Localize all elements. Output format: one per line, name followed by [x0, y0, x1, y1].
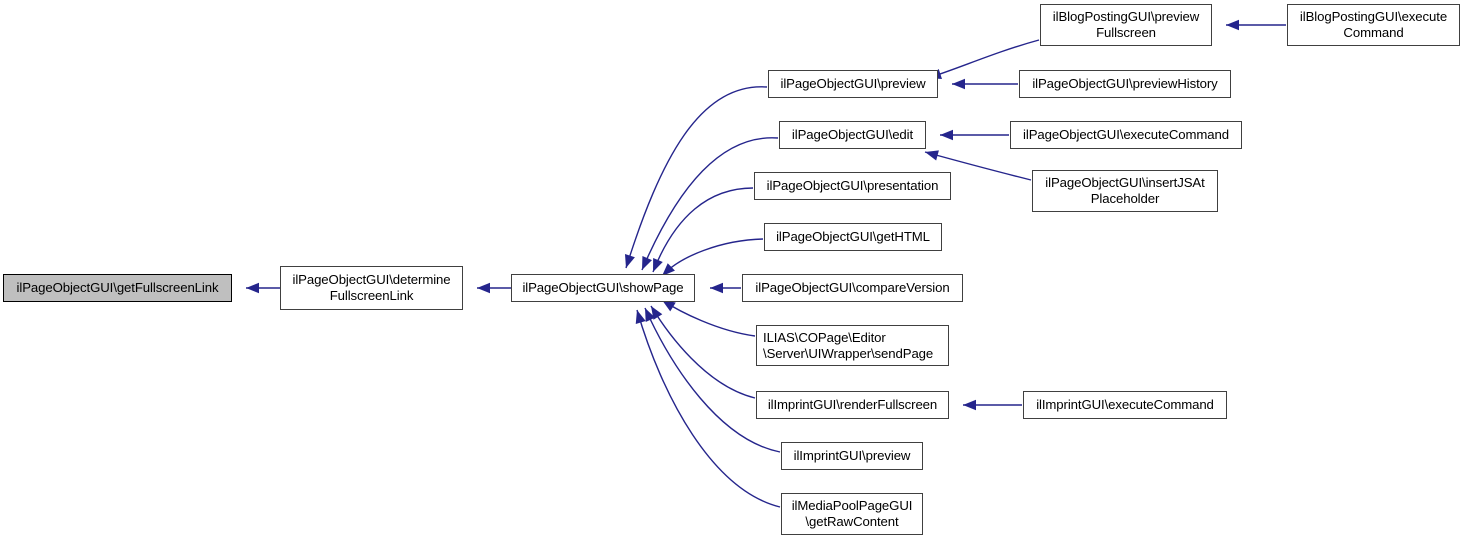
arrowhead-imprintExecuteCommand-to-renderFullscreen [963, 399, 976, 411]
node-label-getRawContent: ilMediaPoolPageGUI \getRawContent [791, 498, 913, 529]
node-getHTML[interactable]: ilPageObjectGUI\getHTML [764, 223, 942, 251]
node-compareVersion[interactable]: ilPageObjectGUI\compareVersion [742, 274, 963, 302]
arrowhead-renderFullscreen-to-showPage [651, 306, 663, 320]
node-label-preview: ilPageObjectGUI\preview [780, 76, 926, 91]
node-label-getFullscreenLink: ilPageObjectGUI\getFullscreenLink [16, 280, 219, 295]
arrowhead-edit-to-showPage [642, 256, 652, 270]
edge-edit-to-showPage [641, 137, 779, 271]
node-insertJSAtPlaceholder[interactable]: ilPageObjectGUI\insertJSAt Placeholder [1032, 170, 1218, 212]
arrowhead-blogExecuteCommand-to-blogPreviewFullscreen [1226, 19, 1239, 31]
arrowhead-pageExecuteCommand-to-edit [940, 129, 953, 141]
node-renderFullscreen[interactable]: ilImprintGUI\renderFullscreen [756, 391, 949, 419]
node-label-determineFullscreenLink: ilPageObjectGUI\determine FullscreenLink [292, 272, 451, 303]
node-label-renderFullscreen: ilImprintGUI\renderFullscreen [767, 397, 938, 412]
arrowhead-showPage-to-determineFullscreenLink [477, 282, 490, 294]
node-getRawContent[interactable]: ilMediaPoolPageGUI \getRawContent [781, 493, 923, 535]
node-label-presentation: ilPageObjectGUI\presentation [766, 178, 939, 193]
node-label-blogPreviewFullscreen: ilBlogPostingGUI\preview Fullscreen [1052, 9, 1200, 40]
node-preview[interactable]: ilPageObjectGUI\preview [768, 70, 938, 98]
node-label-blogExecuteCommand: ilBlogPostingGUI\execute Command [1299, 9, 1448, 40]
node-label-getHTML: ilPageObjectGUI\getHTML [776, 229, 930, 244]
node-label-previewHistory: ilPageObjectGUI\previewHistory [1032, 76, 1218, 91]
arrowhead-preview-to-showPage [624, 254, 635, 268]
node-label-imprintPreview: ilImprintGUI\preview [793, 448, 911, 463]
node-blogExecuteCommand[interactable]: ilBlogPostingGUI\execute Command [1287, 4, 1460, 46]
edge-renderFullscreen-to-showPage [650, 305, 756, 399]
arrowhead-getRawContent-to-showPage [635, 310, 646, 324]
arrowhead-presentation-to-showPage [653, 257, 663, 272]
node-label-compareVersion: ilPageObjectGUI\compareVersion [755, 280, 950, 295]
node-label-edit: ilPageObjectGUI\edit [791, 127, 914, 142]
node-edit[interactable]: ilPageObjectGUI\edit [779, 121, 926, 149]
node-previewHistory[interactable]: ilPageObjectGUI\previewHistory [1019, 70, 1231, 98]
node-sendPage[interactable]: ILIAS\COPage\Editor \Server\UIWrapper\se… [756, 325, 949, 366]
node-presentation[interactable]: ilPageObjectGUI\presentation [754, 172, 951, 200]
node-imprintExecuteCommand[interactable]: ilImprintGUI\executeCommand [1023, 391, 1227, 419]
node-label-pageExecuteCommand: ilPageObjectGUI\executeCommand [1023, 127, 1229, 142]
node-label-showPage: ilPageObjectGUI\showPage [522, 280, 684, 295]
node-determineFullscreenLink[interactable]: ilPageObjectGUI\determine FullscreenLink [280, 266, 463, 310]
node-showPage[interactable]: ilPageObjectGUI\showPage [511, 274, 695, 302]
node-label-insertJSAtPlaceholder: ilPageObjectGUI\insertJSAt Placeholder [1045, 175, 1205, 206]
node-imprintPreview[interactable]: ilImprintGUI\preview [781, 442, 923, 470]
edge-preview-to-showPage [625, 86, 768, 269]
node-pageExecuteCommand[interactable]: ilPageObjectGUI\executeCommand [1010, 121, 1242, 149]
arrowhead-insertJSAtPlaceholder-to-edit [925, 150, 939, 161]
node-getFullscreenLink[interactable]: ilPageObjectGUI\getFullscreenLink [3, 274, 232, 302]
arrowhead-determineFullscreenLink-to-getFullscreenLink [246, 282, 259, 294]
node-label-sendPage: ILIAS\COPage\Editor \Server\UIWrapper\se… [763, 329, 934, 361]
arrowhead-previewHistory-to-preview [952, 78, 965, 90]
edge-presentation-to-showPage [652, 187, 754, 273]
arrowhead-compareVersion-to-showPage [710, 282, 723, 294]
edge-sendPage-to-showPage [661, 299, 756, 337]
node-label-imprintExecuteCommand: ilImprintGUI\executeCommand [1036, 397, 1214, 412]
node-blogPreviewFullscreen[interactable]: ilBlogPostingGUI\preview Fullscreen [1040, 4, 1212, 46]
edge-getHTML-to-showPage [661, 238, 764, 277]
arrowhead-imprintPreview-to-showPage [645, 308, 656, 322]
